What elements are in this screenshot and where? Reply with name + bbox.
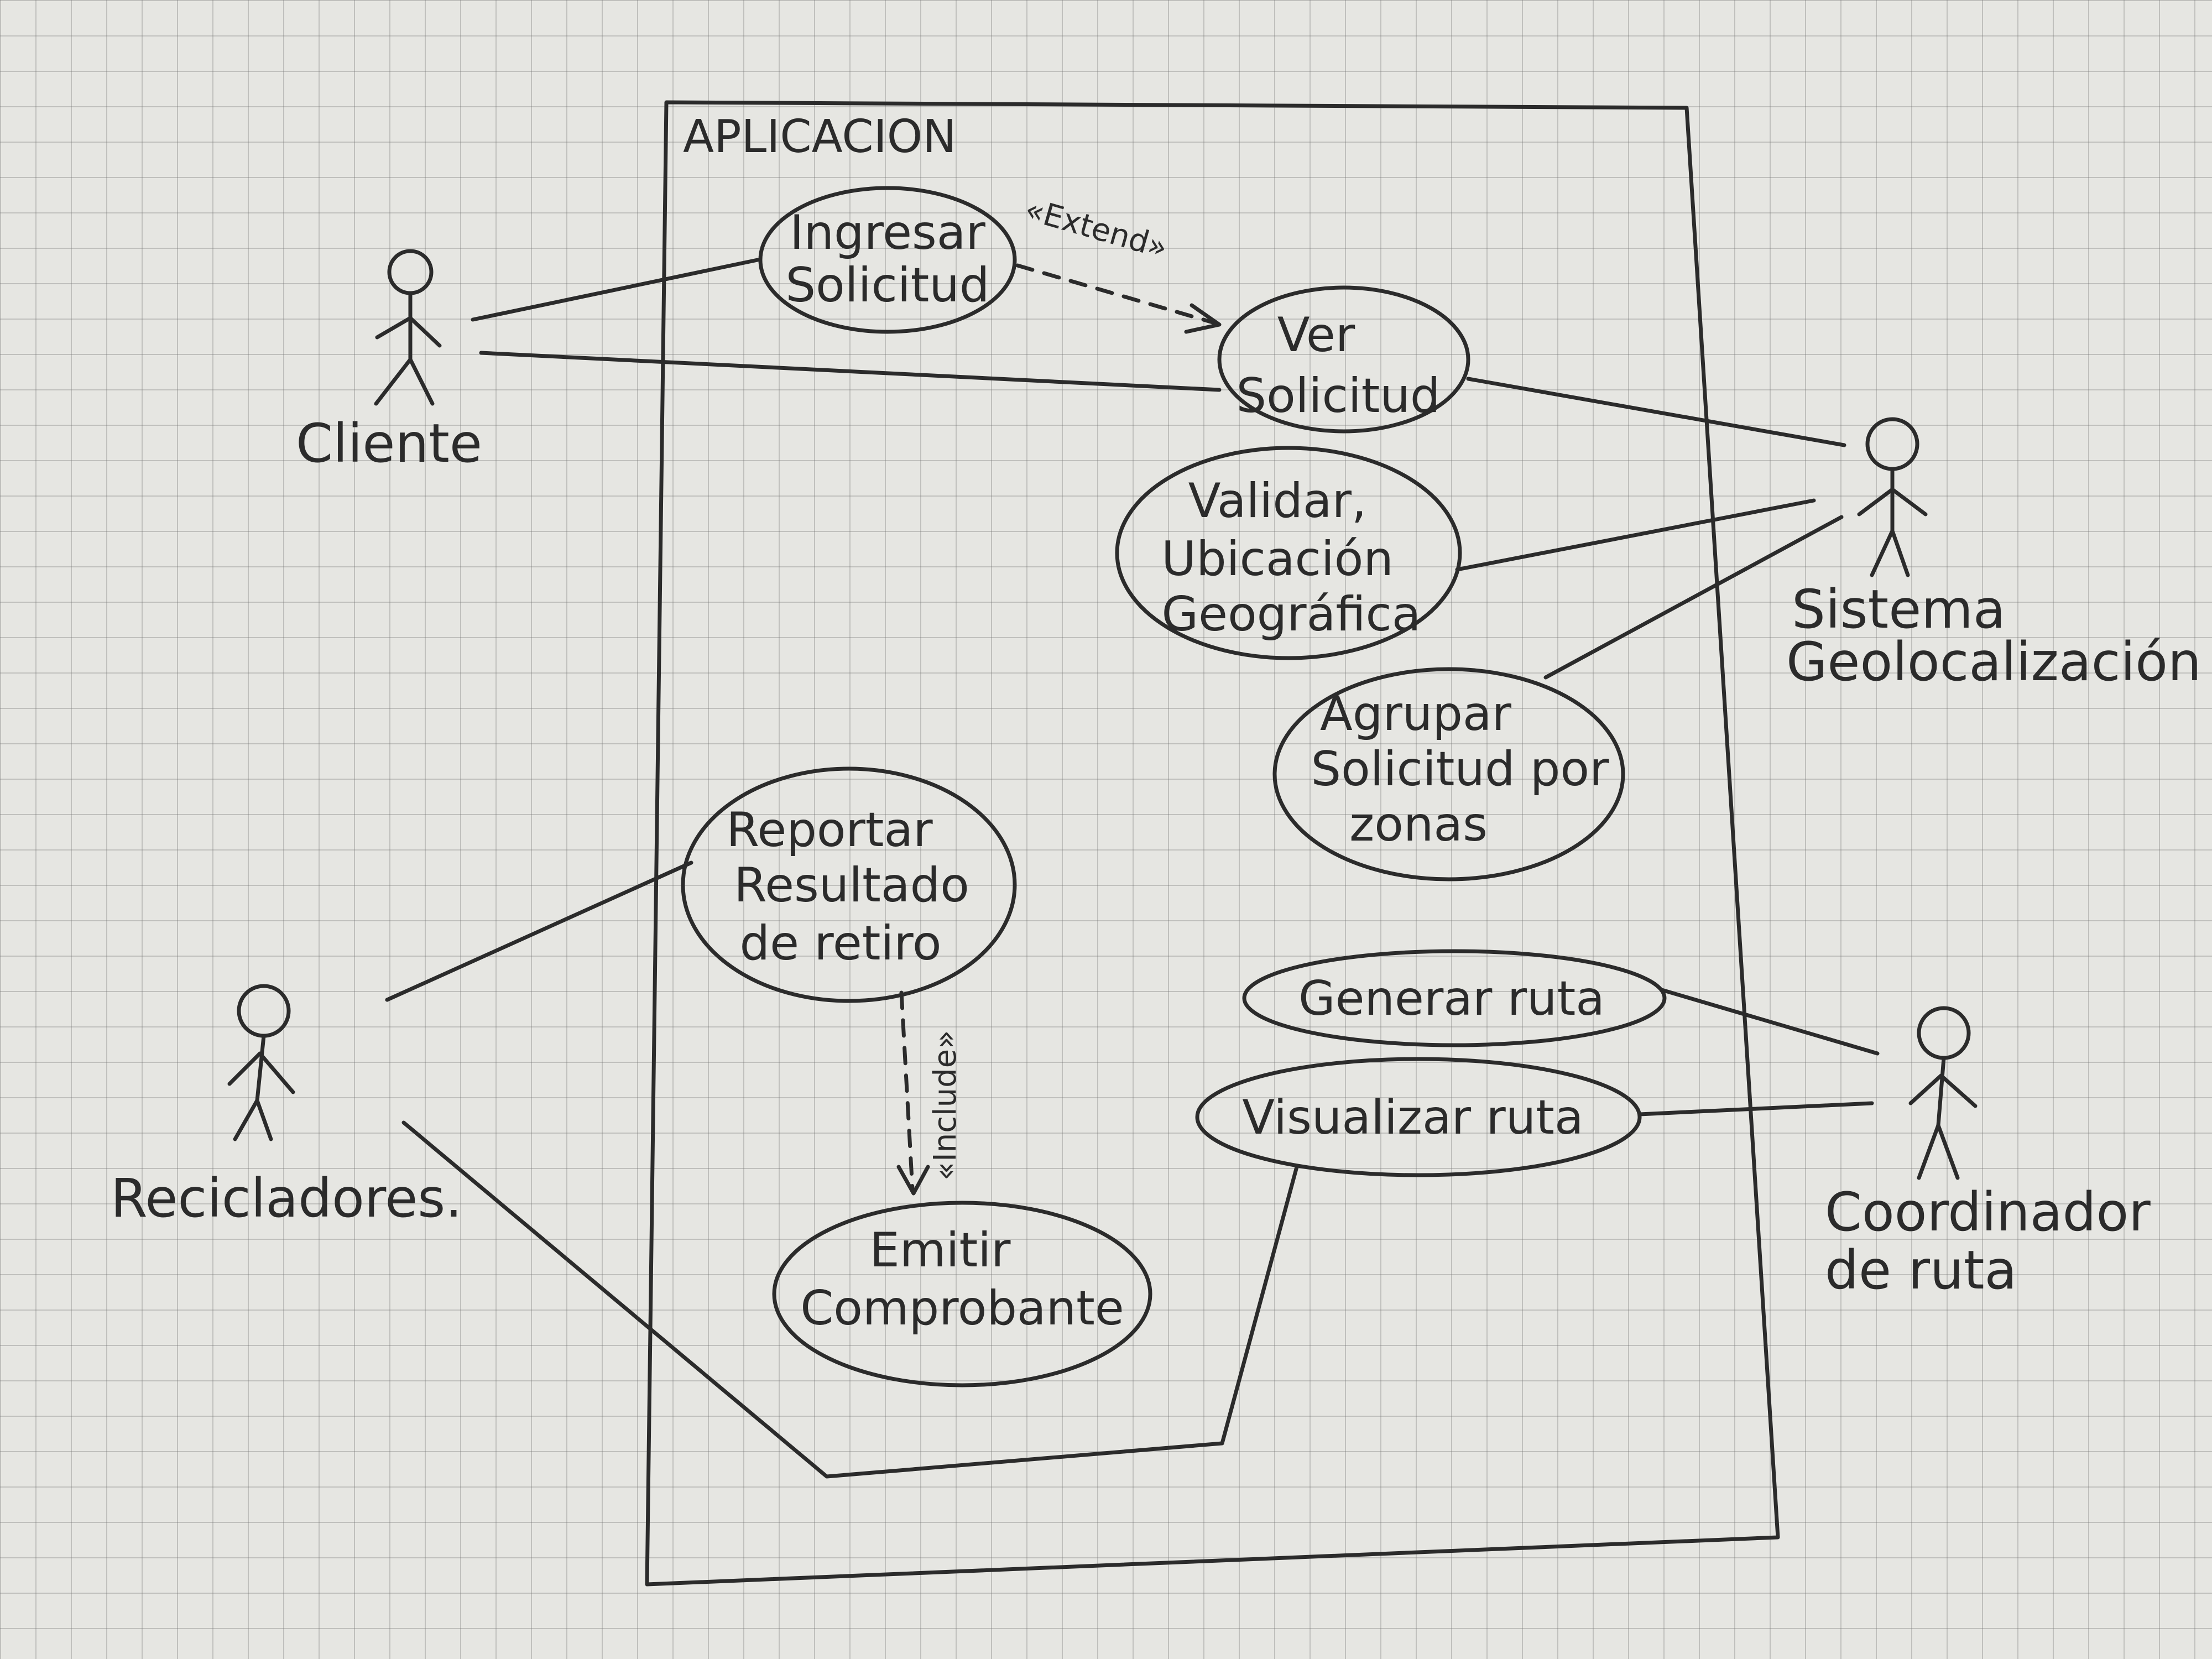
line-visualizar-coordinador: [1637, 1101, 1874, 1117]
line-cliente-ver: [479, 351, 1222, 392]
line-agrupar-sistema: [1543, 515, 1844, 680]
include-arrow-head: [896, 1165, 930, 1196]
extend-arrow-line: [1015, 263, 1219, 326]
extend-relation: «Extend»: [1015, 191, 1222, 334]
use-case-label: Emitir: [870, 1223, 1011, 1278]
extend-arrow-head: [1184, 303, 1222, 334]
use-case-label: Solicitud por: [1311, 742, 1610, 797]
use-case-label: Reportar: [726, 802, 933, 858]
use-case-ver-solicitud: Ver Solicitud: [1217, 285, 1470, 434]
use-case-label: Solicitud: [786, 258, 990, 313]
use-case-ingresar-solicitud: Ingresar Solicitud: [758, 186, 1017, 334]
use-case-generar-ruta: Generar ruta: [1242, 949, 1667, 1047]
stick-figure-icon: [374, 249, 442, 406]
actor-label: Sistema: [1792, 578, 2006, 640]
actor-sistema-geolocalizacion: Sistema Geolocalización: [1786, 417, 2201, 693]
use-case-label: Ver: [1277, 307, 1355, 363]
stick-figure-icon: [1908, 1006, 1978, 1180]
line-recicladores-reportar: [385, 860, 693, 1002]
stick-figure-icon: [1857, 417, 1928, 577]
system-title: APLICACION: [683, 111, 957, 163]
use-case-label: Geográfica: [1162, 587, 1421, 642]
actor-label: Coordinador: [1825, 1181, 2151, 1243]
line-recicladores-visualizar: [401, 1120, 1299, 1479]
use-case-label: Validar,: [1188, 473, 1367, 529]
use-case-label: de retiro: [740, 916, 942, 971]
use-case-label: Ingresar: [790, 205, 985, 260]
include-label: «Include»: [927, 1030, 963, 1181]
use-case-emitir-comprobante: Emitir Comprobante: [772, 1201, 1152, 1387]
use-case-agrupar-solicitud: Agrupar Solicitud por zonas: [1272, 667, 1625, 881]
use-case-label: Visualizar ruta: [1242, 1090, 1583, 1145]
stick-figure-icon: [227, 984, 295, 1141]
use-case-label: Ubicación: [1161, 531, 1394, 587]
use-case-label: Comprobante: [800, 1281, 1124, 1336]
extend-label: «Extend»: [1021, 191, 1171, 266]
actor-label: de ruta: [1825, 1239, 2017, 1301]
use-case-label: Generar ruta: [1298, 971, 1605, 1026]
include-relation: «Include»: [896, 990, 963, 1196]
use-case-label: Agrupar: [1320, 686, 1512, 742]
use-case-validar-ubicacion: Validar, Ubicación Geográfica: [1115, 446, 1462, 660]
actor-coordinador-ruta: Coordinador de ruta: [1825, 1006, 2151, 1301]
include-arrow-line: [899, 990, 915, 1191]
line-validar-sistema: [1455, 498, 1816, 572]
use-case-label: Resultado: [734, 858, 969, 913]
line-generar-coordinador: [1660, 988, 1880, 1056]
system-boundary: APLICACION: [645, 100, 1780, 1587]
use-case-visualizar-ruta: Visualizar ruta: [1195, 1057, 1642, 1177]
actor-label: Cliente: [296, 413, 482, 474]
use-case-label: Solicitud: [1237, 368, 1441, 424]
actor-label: Recicladores.: [111, 1167, 462, 1229]
actor-label: Geolocalización: [1786, 631, 2201, 693]
use-case-label: zonas: [1349, 797, 1488, 852]
line-cliente-ingresar: [471, 258, 760, 322]
actor-recicladores: Recicladores.: [111, 984, 462, 1229]
associations: [385, 258, 1880, 1479]
actor-cliente: Cliente: [296, 249, 482, 474]
use-case-reportar-resultado: Reportar Resultado de retiro: [681, 766, 1017, 1003]
line-ver-sistema: [1466, 377, 1846, 447]
